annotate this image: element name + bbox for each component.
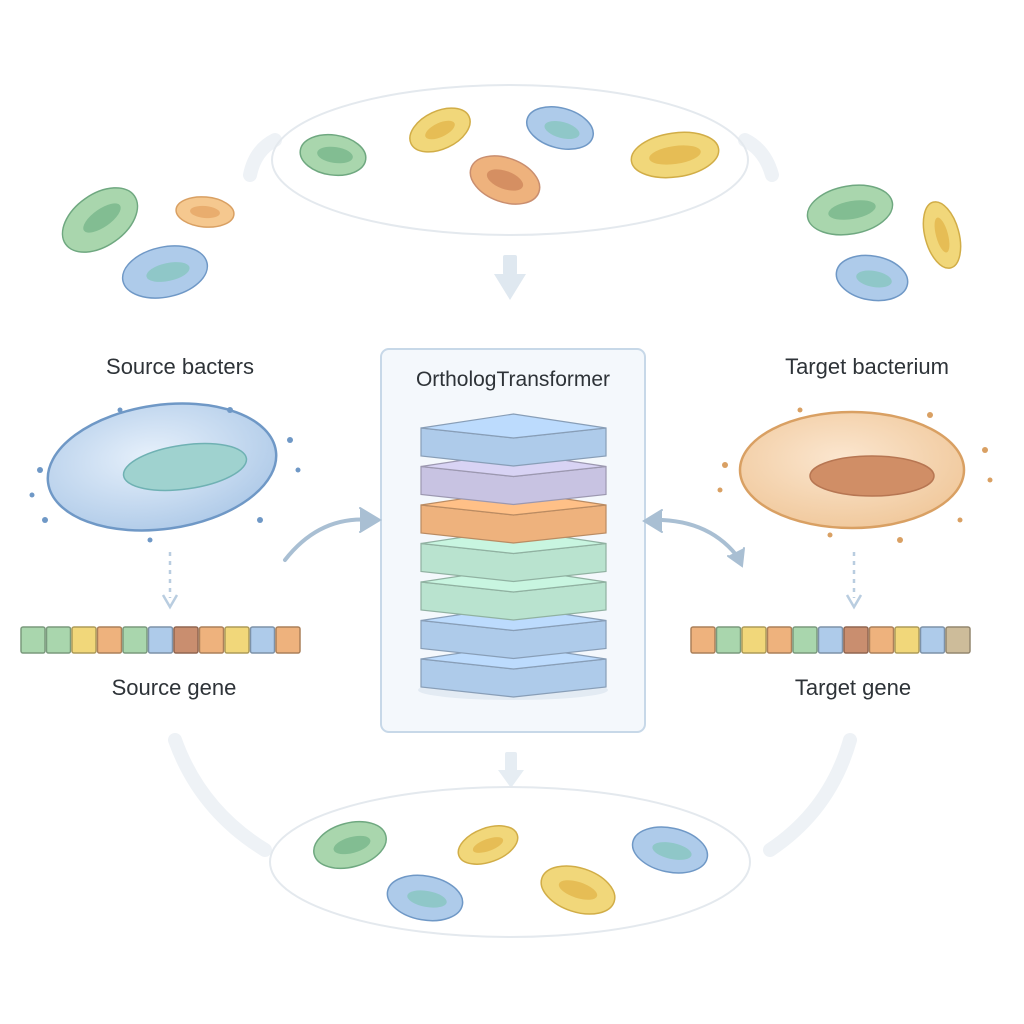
gene-cell [275,626,301,654]
bacterium-icon [299,133,367,177]
transformer-box: OrthologTransformer [380,348,646,733]
bacterium-icon [806,184,894,236]
target-bacterium-icon [717,407,993,543]
gene-cell [71,626,97,654]
bacterium-icon [409,107,471,153]
transformer-title: OrthologTransformer [416,368,610,391]
top-population-group [271,84,749,236]
gene-cell [173,626,199,654]
gene-cell [817,626,844,654]
source-gene-label: Source gene [112,675,237,700]
bacterium-icon [835,254,909,302]
target-organism-label: Target bacterium [785,354,949,379]
transformer-layer-stack [420,413,607,698]
bottom-population-group [269,786,751,938]
gene-cell [224,626,250,654]
bacterium-icon [630,131,720,179]
bacterium-icon [175,196,235,228]
gene-cell [792,626,818,654]
bacterium-icon [386,874,464,922]
gene-cell [249,626,276,654]
gene-cell [766,626,793,654]
gene-cell [147,626,174,654]
gene-cell [96,626,123,654]
gene-cell [741,626,767,654]
source-bacterium-icon [29,402,301,543]
bacterium-icon [61,187,139,253]
target-down-arrow-icon [845,552,863,610]
gene-cell [868,626,895,654]
target-gene-label: Target gene [795,675,911,700]
bacterium-icon [922,201,962,269]
down-arrow-icon [498,752,524,788]
gene-cell [919,626,946,654]
bacterium-icon [526,106,594,150]
bacterium-icon [631,826,709,874]
transformer-layer [420,413,607,467]
top-population-ellipse [271,84,749,236]
gene-cell [690,626,716,654]
down-arrow-icon [494,255,526,300]
gene-cell [945,626,971,654]
gene-cell [715,626,742,654]
source-gene-sequence [20,626,301,654]
target-gene-sequence [690,626,971,654]
bacterium-icon [540,865,616,915]
bacterium-icon [121,245,209,299]
gene-cell [894,626,920,654]
input-arrow-icon [283,507,382,562]
source-down-arrow-icon [161,552,179,610]
top-right-population-group [806,184,962,302]
gene-cell [122,626,148,654]
gene-cell [198,626,225,654]
bacterium-icon [313,820,387,870]
gene-cell [843,626,869,654]
bottom-population-ellipse [269,786,751,938]
gene-cell [20,626,46,654]
bacterium-icon [457,825,519,865]
output-arrow-icon [642,509,745,568]
top-left-population-group [61,187,235,299]
cycle-arcs [168,133,857,857]
source-organism-label: Source bacters [106,354,254,379]
bacterium-icon [469,155,541,205]
gene-cell [45,626,72,654]
